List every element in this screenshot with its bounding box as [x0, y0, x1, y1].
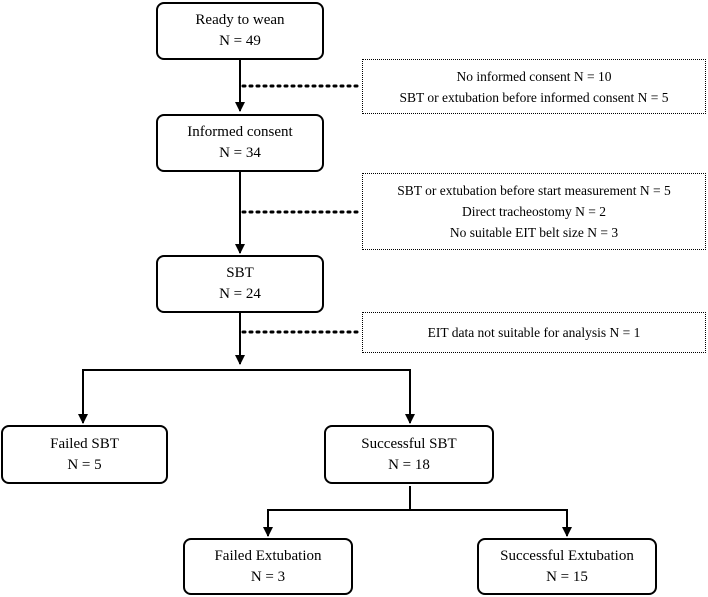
branch-sbt-outcomes	[82, 369, 411, 422]
exclusion-note-2: SBT or extubation before start measureme…	[362, 173, 706, 250]
exclusion-line: No informed consent N = 10	[456, 68, 612, 84]
box-failed-extubation: Failed Extubation N = 3	[183, 538, 353, 595]
exclusion-note-1: No informed consent N = 10 SBT or extuba…	[362, 59, 706, 114]
box-failed-sbt: Failed SBT N = 5	[1, 425, 168, 484]
box-count: N = 49	[219, 33, 261, 49]
box-title: Informed consent	[187, 124, 293, 140]
exclusion-line: SBT or extubation before start measureme…	[397, 183, 671, 198]
box-count: N = 18	[388, 456, 430, 473]
box-informed-consent: Informed consent N = 34	[156, 114, 324, 172]
box-title: Failed SBT	[50, 435, 119, 452]
box-count: N = 5	[67, 456, 102, 473]
exclusion-line: No suitable EIT belt size N = 3	[449, 225, 619, 240]
box-sbt: SBT N = 24	[156, 255, 324, 313]
branch-extubation-outcomes	[267, 509, 568, 534]
box-successful-extubation: Successful Extubation N = 15	[477, 538, 657, 595]
box-title: Successful SBT	[361, 435, 457, 452]
box-title: Failed Extubation	[214, 547, 322, 564]
box-title: Successful Extubation	[500, 547, 634, 564]
exclusion-line: Direct tracheostomy N = 2	[461, 204, 607, 219]
box-successful-sbt: Successful SBT N = 18	[324, 425, 494, 484]
exclusion-note-3: EIT data not suitable for analysis N = 1	[362, 312, 706, 353]
box-count: N = 3	[250, 568, 286, 585]
box-ready-to-wean: Ready to wean N = 49	[156, 2, 324, 60]
box-title: SBT	[226, 265, 254, 281]
exclusion-line: EIT data not suitable for analysis N = 1	[427, 325, 641, 340]
exclusion-line: SBT or extubation before informed consen…	[399, 89, 669, 105]
box-count: N = 24	[219, 286, 261, 302]
box-count: N = 15	[546, 568, 588, 585]
box-title: Ready to wean	[195, 12, 285, 28]
box-count: N = 34	[219, 145, 261, 161]
